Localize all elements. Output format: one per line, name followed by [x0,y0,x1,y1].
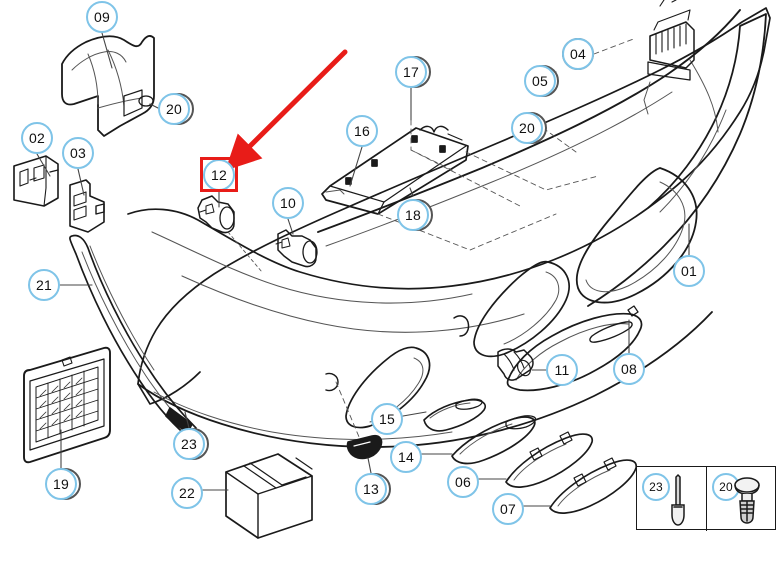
callout-label: 02 [29,130,45,146]
recess-left [345,346,431,429]
callout-18[interactable]: 18 [397,199,429,231]
callout-label: 14 [398,449,414,465]
callout-label: 13 [363,481,379,497]
callout-22[interactable]: 22 [171,477,203,509]
callout-label: 17 [403,64,419,80]
callout-label: 16 [354,123,370,139]
callout-label: 09 [94,9,110,25]
callout-15[interactable]: 15 [371,403,403,435]
callout-label: 18 [405,207,421,223]
callout-03[interactable]: 03 [62,137,94,169]
dash-20b-to-bumper [542,127,577,153]
callout-leaders [36,32,690,507]
hardware-legend: 23 20 [636,466,776,531]
callout-label: 06 [455,474,471,490]
callout-02[interactable]: 02 [21,122,53,154]
part-09-absorber [61,35,155,137]
dash-carrier-to-bumper [465,151,599,191]
bumper-right-corner [587,13,767,307]
callout-label: 03 [70,145,86,161]
callout-21[interactable]: 21 [28,269,60,301]
callout-14[interactable]: 14 [390,441,422,473]
callout-07[interactable]: 07 [492,493,524,525]
callout-06[interactable]: 06 [447,466,479,498]
dash-17-long [410,149,521,207]
part-15-trim-15 [423,398,486,432]
dash-13-to-hole [335,381,363,445]
part-22-box [225,453,313,539]
callout-label: 21 [36,277,52,293]
legend-cell-20: 20 [705,467,775,531]
part-19-grille [23,346,111,464]
callout-label: 01 [681,263,697,279]
callout-label: 20 [166,101,182,117]
part-01-bumper-cover [127,7,771,405]
rivet-icon [671,473,685,526]
recess-middle [473,260,570,358]
callout-11[interactable]: 11 [546,354,578,386]
callout-label: 08 [621,361,637,377]
callout-label: 07 [500,501,516,517]
callout-label: 04 [570,46,586,62]
push-clip-icon [734,477,760,524]
legend-cell-23: 23 [637,467,706,531]
highlight-box-callout-12 [200,157,238,192]
callout-01[interactable]: 01 [673,255,705,287]
part-07-trim [549,457,638,514]
part-03-bracket [69,179,105,233]
callout-13[interactable]: 13 [355,473,387,505]
part-14-trim-14 [451,415,537,465]
callout-label: 20 [519,120,535,136]
callout-label: 05 [532,73,548,89]
callout-08[interactable]: 08 [613,353,645,385]
part-08-side-trim [506,305,643,392]
part-10-sensor [275,229,318,268]
callout-label: 22 [179,485,195,501]
part-13-cover-cap [346,434,383,460]
callout-23[interactable]: 23 [173,428,205,460]
part-06-trim [505,431,594,488]
callout-09[interactable]: 09 [86,1,118,33]
callout-label: 10 [280,195,296,211]
red-annotation-arrow [225,49,348,171]
callout-20-upper[interactable]: 20 [158,93,190,125]
callout-16[interactable]: 16 [346,115,378,147]
part-11-end-cap [497,348,534,381]
callout-label: 23 [181,436,197,452]
callout-04[interactable]: 04 [562,38,594,70]
part-04-connector [643,0,695,115]
callout-20-mid[interactable]: 20 [511,112,543,144]
callout-19[interactable]: 19 [45,468,77,500]
part-02-bracket [13,155,59,207]
dash-04-to-connector [593,37,637,55]
part-12-sensor [197,195,235,234]
callout-label: 11 [554,362,570,378]
callout-label: 19 [53,476,69,492]
callout-label: 15 [379,411,395,427]
callout-10[interactable]: 10 [272,187,304,219]
callout-05[interactable]: 05 [524,65,556,97]
recess-right [575,167,698,304]
callout-17[interactable]: 17 [395,56,427,88]
dash-carrier-lower [377,213,557,251]
